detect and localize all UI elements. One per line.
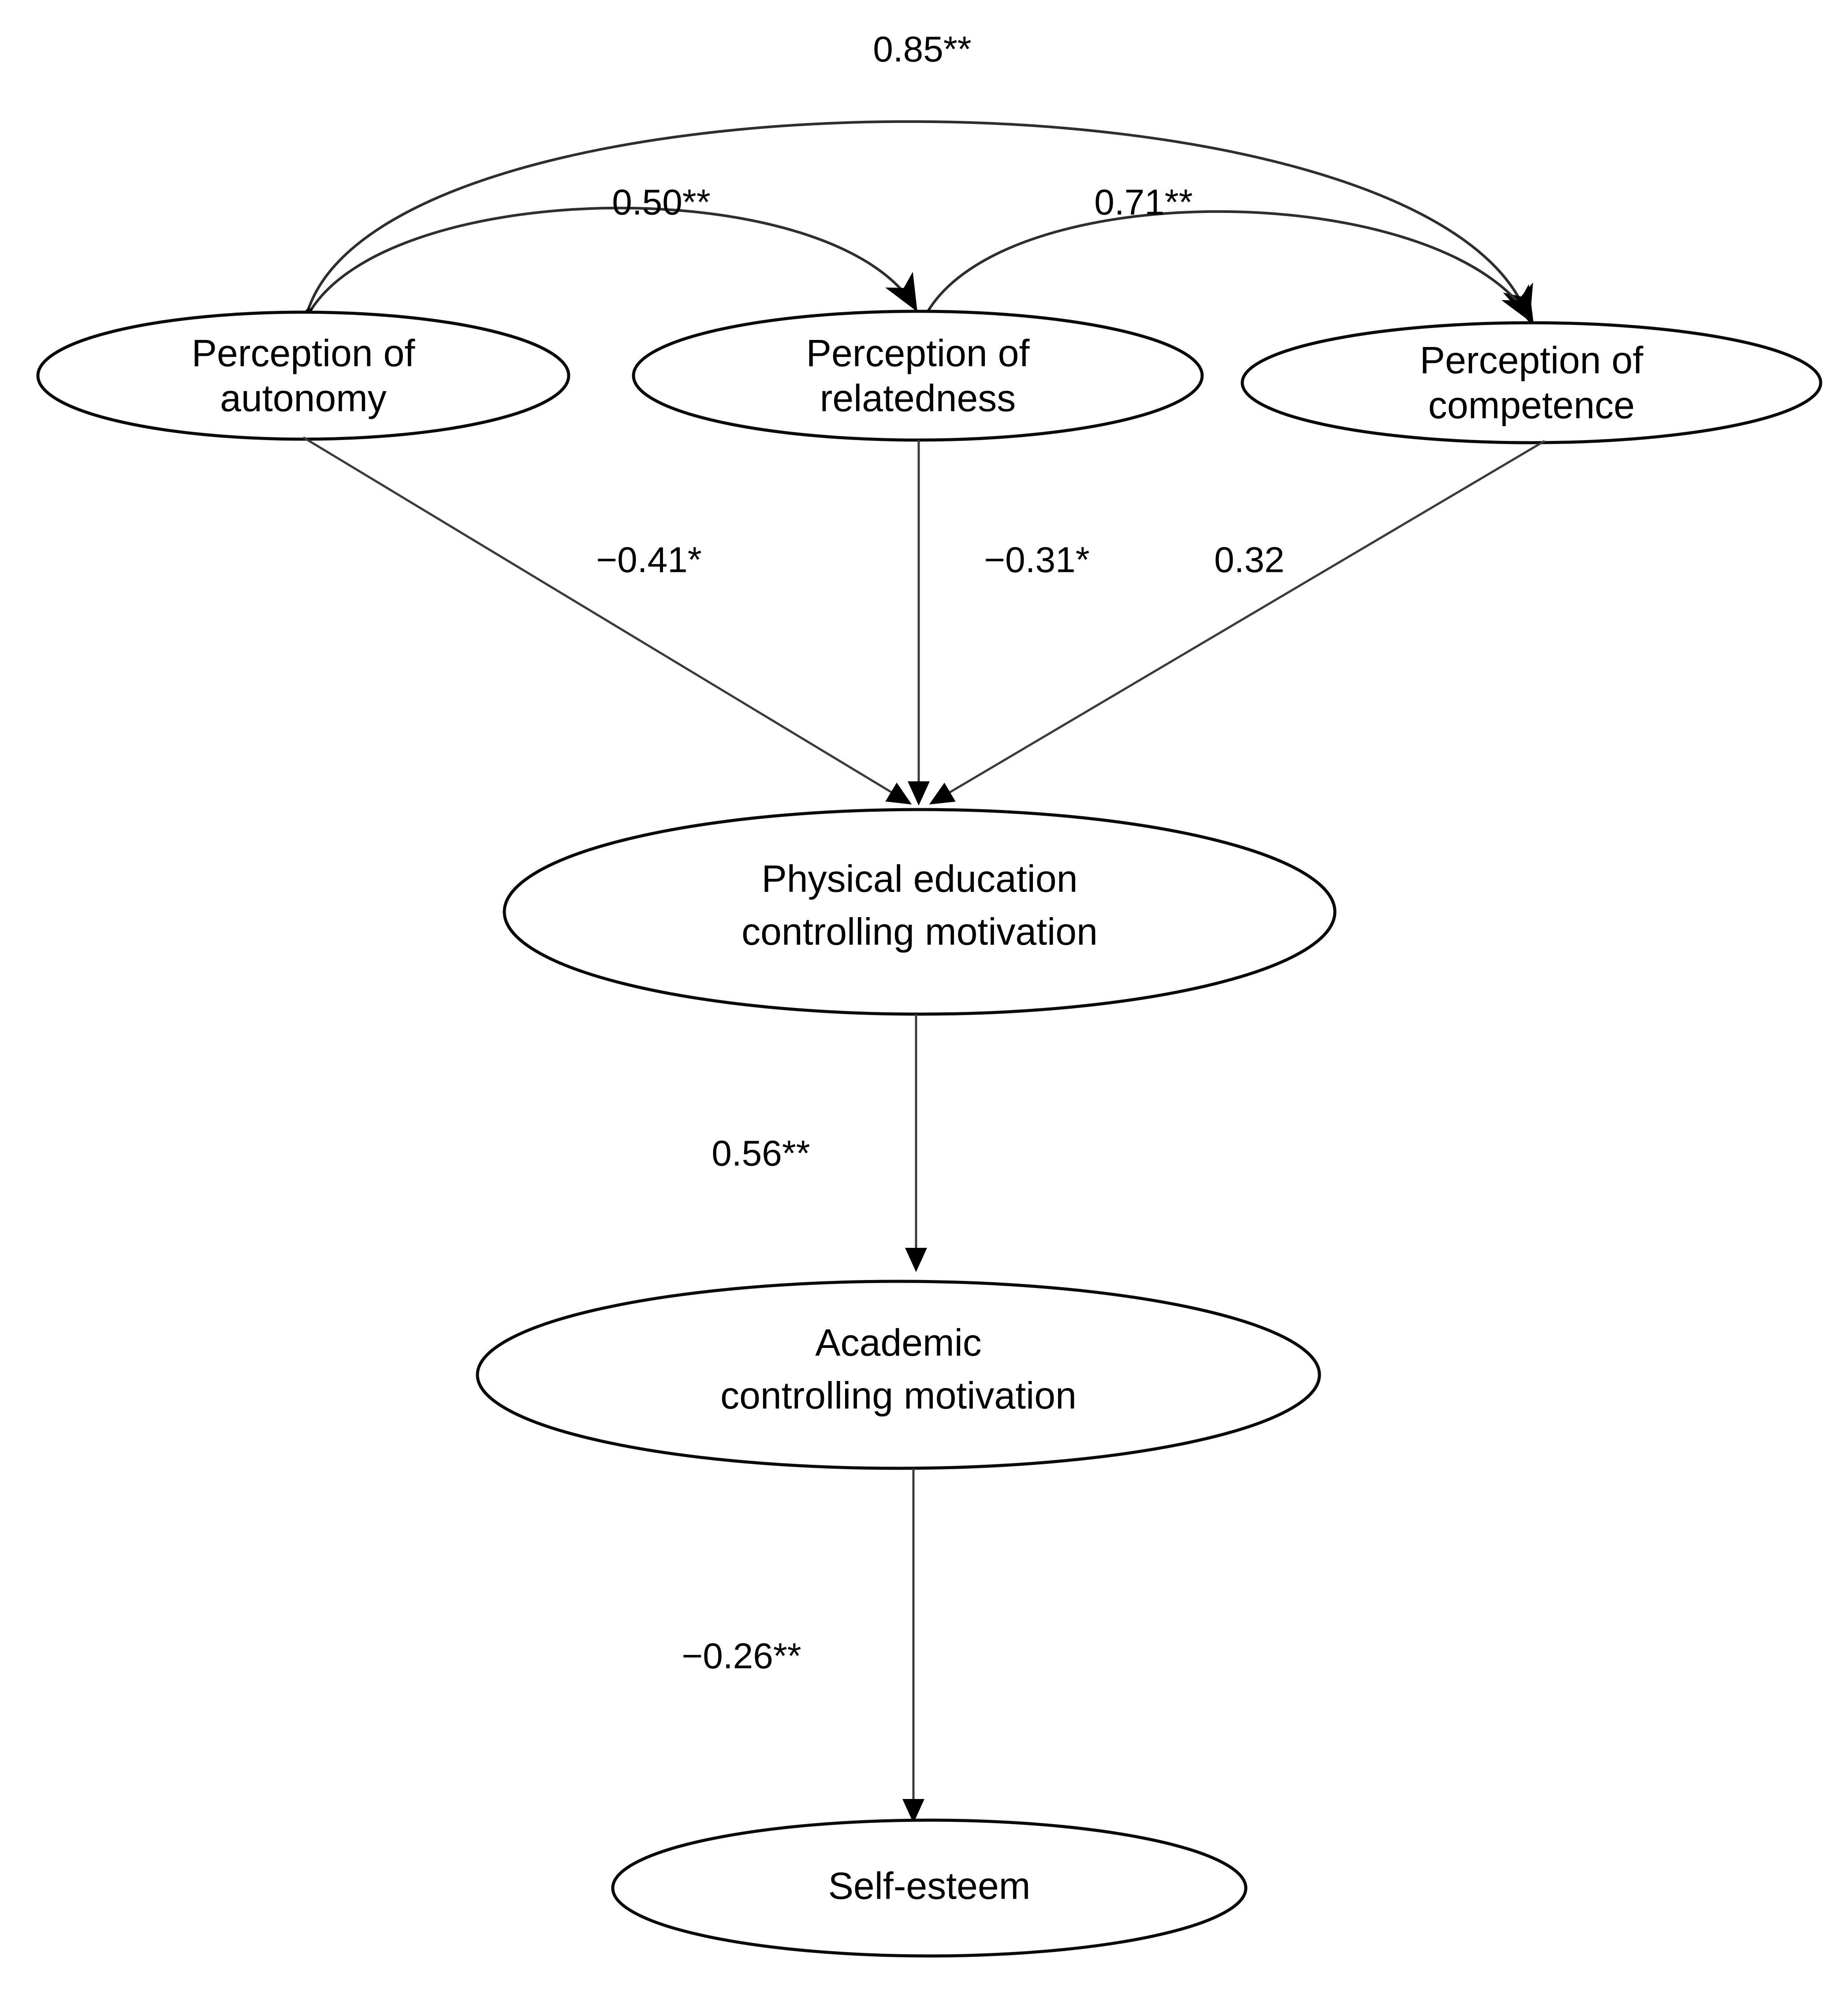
edge-pe-academic: 0.56**: [712, 1014, 927, 1272]
node-autonomy-label-line1: Perception of: [192, 332, 416, 375]
edge-autonomy-competence-label: 0.85**: [873, 30, 971, 70]
edge-relatedness-pe: −0.31*: [908, 440, 1090, 806]
edge-autonomy-relatedness-line: [279, 206, 917, 347]
node-pe-motivation-label-line1: Physical education: [761, 858, 1077, 900]
node-competence-label-line2: competence: [1428, 384, 1635, 427]
node-autonomy-label-line2: autonomy: [220, 377, 387, 420]
node-pe-motivation-label-line2: controlling motivation: [741, 911, 1098, 953]
node-self-esteem-label: Self-esteem: [828, 1865, 1031, 1907]
node-competence-ellipse: [1241, 321, 1822, 444]
edge-autonomy-competence-line: [282, 120, 1533, 347]
node-relatedness-label-line2: relatedness: [820, 377, 1016, 420]
node-physical-education-controlling-motivation[interactable]: Physical education controlling motivatio…: [503, 808, 1337, 1016]
node-relatedness-ellipse: [632, 310, 1204, 442]
edge-autonomy-pe-label: −0.41*: [596, 540, 701, 580]
edge-autonomy-pe: −0.41*: [302, 436, 912, 805]
edge-academic-selfesteem-label: −0.26**: [682, 1636, 801, 1676]
edge-competence-pe-label: 0.32: [1214, 540, 1285, 580]
node-perception-of-relatedness[interactable]: Perception of relatedness: [632, 310, 1204, 442]
edge-autonomy-competence: 0.85**: [282, 30, 1533, 347]
edge-autonomy-pe-line: [302, 436, 912, 805]
edge-relatedness-competence-label: 0.71**: [1094, 183, 1192, 223]
node-self-esteem[interactable]: Self-esteem: [611, 1818, 1248, 1958]
node-pe-motivation-ellipse: [503, 808, 1337, 1016]
node-academic-motivation-label-line1: Academic: [815, 1322, 982, 1364]
node-academic-motivation-label-line2: controlling motivation: [720, 1375, 1077, 1417]
node-academic-motivation-ellipse: [476, 1280, 1321, 1470]
edge-relatedness-pe-label: −0.31*: [984, 540, 1089, 580]
node-perception-of-autonomy[interactable]: Perception of autonomy: [36, 310, 570, 441]
node-competence-label-line1: Perception of: [1420, 340, 1644, 382]
edge-competence-pe: 0.32: [929, 440, 1546, 805]
node-autonomy-ellipse: [36, 310, 570, 441]
edge-academic-selfesteem: −0.26**: [682, 1468, 924, 1823]
edge-competence-pe-line: [929, 440, 1546, 805]
node-self-esteem-ellipse: [611, 1818, 1248, 1958]
edge-relatedness-competence: 0.71**: [897, 183, 1534, 348]
edge-autonomy-relatedness-label: 0.50**: [612, 183, 710, 223]
node-relatedness-label-line1: Perception of: [806, 332, 1030, 375]
edge-pe-academic-label: 0.56**: [712, 1134, 810, 1174]
edge-autonomy-relatedness: 0.50**: [279, 183, 917, 347]
node-perception-of-competence[interactable]: Perception of competence: [1241, 321, 1822, 444]
edge-relatedness-competence-line: [897, 210, 1534, 348]
node-academic-controlling-motivation[interactable]: Academic controlling motivation: [476, 1280, 1321, 1470]
